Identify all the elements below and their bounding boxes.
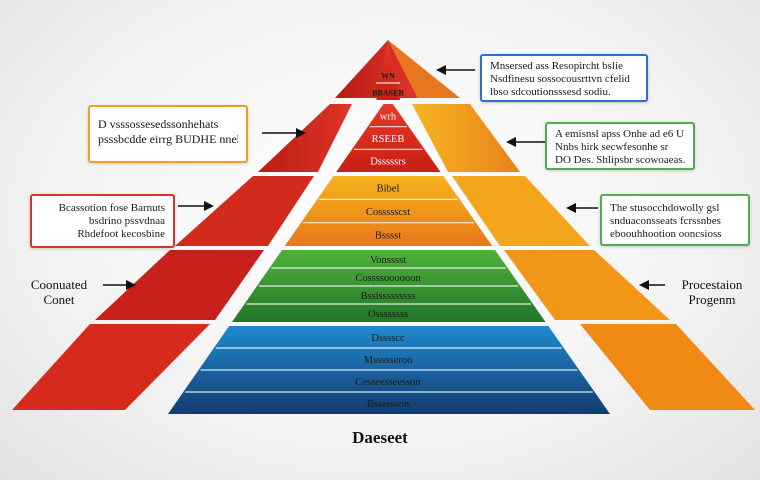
callout-line: Rhdefoot kecosbine [77, 228, 165, 240]
tier-label: wrh [380, 111, 397, 122]
arrow-left-label-icon [103, 280, 136, 290]
tier-label: Ossssssss [368, 309, 408, 320]
left-face-band-3 [95, 250, 264, 320]
callout-line: D vsssossesedssonhehats [98, 117, 219, 131]
arrow-upper-left-icon [262, 128, 306, 138]
callout-line: snduaconsseats fcrssnbes [610, 215, 721, 227]
pyramid-tier-shape [284, 176, 493, 246]
callout-line: Mnsersed ass Resopircht bslie [490, 60, 623, 72]
pyramid-tier: VonsssstCossssoooooonBssisssssssssOsssss… [231, 250, 546, 322]
pyramid-tier-shape [376, 40, 401, 100]
tier-label: RSEEB [372, 134, 405, 145]
right-side-label-line: Progenm [688, 292, 736, 307]
tier-label: Bibel [377, 184, 400, 195]
callout-lower-right: The stusocchdowolly gsl snduaconsseats f… [600, 194, 750, 246]
left-side-label-line: Conet [43, 292, 75, 307]
right-side-label: Procestaion Progenm [668, 277, 756, 307]
tier-label: Cossssoooooon [355, 273, 421, 284]
right-face-band-1 [412, 104, 520, 172]
callout-upper-left: D vsssossesedssonhehats psssbcdde eirrg … [88, 105, 248, 163]
tier-label: Dsssssrs [370, 157, 406, 168]
callout-line: eboouhhootion ooncsioss [610, 228, 722, 240]
tier-label: Mssssseroo [364, 355, 412, 366]
callout-line: Nsdfinesu sossocousrttvn cfelid [490, 73, 630, 85]
tier-label: Vonsssst [370, 255, 406, 266]
right-side-label-line: Procestaion [681, 277, 743, 292]
callout-line: psssbcdde eirrg BUDHE nnehts [98, 132, 238, 146]
callout-line: bsdrino pssvdnaa [88, 215, 165, 227]
arrow-top-right-icon [436, 65, 475, 75]
callout-line: A emisnsl apss Onhe ad e6 U [555, 128, 684, 140]
callout-middle-right: A emisnsl apss Onhe ad e6 U Nnbs hirk se… [545, 122, 695, 170]
arrow-middle-right-icon [506, 137, 545, 147]
pyramid-tier: WN BBASEB [372, 40, 404, 100]
pyramid-faces [12, 40, 755, 410]
connector-arrows [103, 65, 665, 290]
tier-label: Dsssscc [371, 333, 405, 344]
callout-line: Nnbs hirk secwfesonhe sr [555, 141, 669, 153]
left-face-band-2 [175, 176, 314, 246]
tier-label: WN [381, 72, 395, 81]
left-side-label-line: Coonuated [30, 277, 88, 292]
right-face-band-4 [580, 324, 755, 410]
right-face-band-2 [452, 176, 590, 246]
tier-label: Bssessson [367, 399, 410, 410]
diagram-footer-title: Daeseet [352, 428, 408, 447]
callout-line: DO Des. Shlipsbr scowoaeas. [555, 154, 685, 166]
pyramid-tier-shape [336, 104, 441, 172]
callout-middle-left: Bcassotion fose Barnuts bsdrino pssvdnaa… [30, 194, 175, 248]
callout-line: The stusocchdowolly gsl [610, 202, 720, 214]
tier-label: Cossssscst [366, 207, 410, 218]
right-face-band-3 [504, 250, 670, 320]
callout-line: Bcassotion fose Barnuts [58, 202, 165, 214]
tier-label: Bssisssssssss [361, 291, 416, 302]
pyramid-tiers: WNBBASEBwrhRSEEBDsssssrsBibelCossssscstB… [168, 40, 610, 414]
callout-line: lbso sdcoutionsssesd sodiu. [490, 86, 611, 98]
tier-label: Cesseesseesson [355, 377, 421, 388]
tier-label: Bsssst [375, 230, 401, 241]
arrow-lower-right-icon [566, 203, 598, 213]
tier-label: BBASEB [372, 89, 404, 98]
arrow-middle-left-icon [178, 201, 214, 211]
left-side-label: Coonuated Conet [18, 277, 100, 307]
right-face-top [388, 40, 460, 98]
left-face-band-4 [12, 324, 210, 410]
callout-top-right: Mnsersed ass Resopircht bslie Nsdfinesu … [480, 54, 648, 102]
left-face-band-1 [258, 104, 352, 172]
arrow-right-label-icon [639, 280, 665, 290]
